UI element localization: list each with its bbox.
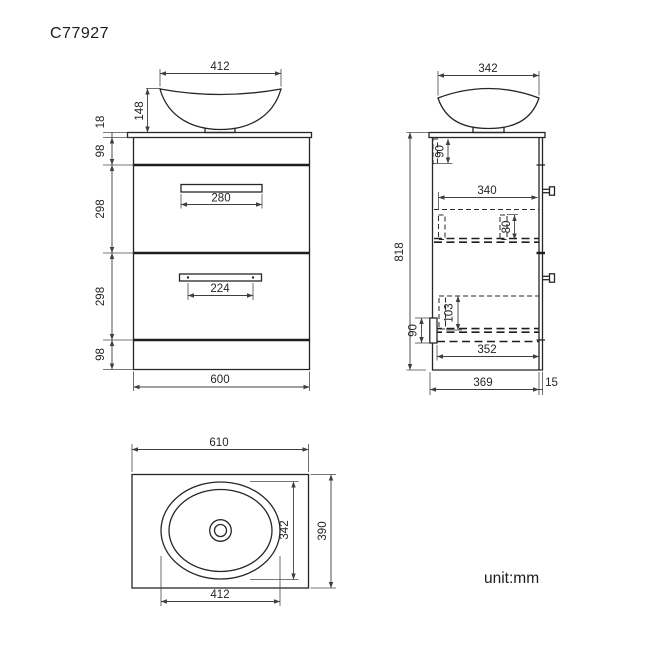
svg-text:90: 90 (408, 324, 420, 337)
top-basin-inner-rim (168, 488, 273, 573)
side-knob-2 (542, 273, 556, 283)
svg-text:280: 280 (211, 193, 230, 205)
svg-text:103: 103 (444, 303, 456, 322)
dim-side-drawer-bottom-depth: 352 (436, 344, 540, 361)
dim-top-basin-width: 412 (160, 556, 281, 606)
dim-side-back-rail-height: 90 (434, 138, 453, 164)
side-cabinet-outline (431, 137, 544, 371)
svg-text:298: 298 (95, 199, 107, 218)
svg-text:342: 342 (279, 520, 291, 539)
svg-text:352: 352 (477, 344, 496, 356)
svg-text:412: 412 (210, 589, 229, 601)
product-code-label: C77927 (50, 25, 109, 42)
side-back-panel-foot (429, 317, 438, 344)
dim-side-total-height: 818 (394, 132, 429, 371)
svg-text:340: 340 (477, 185, 496, 197)
top-drain-outer (209, 519, 232, 542)
dim-front-handle1-width: 280 (180, 193, 263, 209)
side-view: 342 90 340 80 818 (394, 63, 558, 395)
dim-top-countertop-width: 610 (131, 437, 309, 472)
svg-text:148: 148 (134, 101, 146, 120)
side-basin-bowl (437, 87, 540, 130)
svg-text:224: 224 (210, 283, 230, 295)
dim-top-countertop-depth: 390 (310, 474, 336, 589)
dim-side-cabinet-depth: 369 15 (429, 372, 558, 395)
svg-text:90: 90 (435, 145, 447, 158)
svg-text:818: 818 (394, 242, 406, 261)
front-view: 412 148 18 98 298 298 98 (95, 61, 313, 391)
svg-text:342: 342 (478, 63, 497, 75)
svg-text:80: 80 (501, 221, 513, 234)
handle-screw-left (186, 276, 190, 279)
dim-side-drawer-inner-depth: 340 (438, 185, 538, 210)
dim-side-drawer1-inner-height: 80 (501, 214, 518, 240)
svg-text:98: 98 (95, 348, 107, 361)
front-drawer1-handle (180, 183, 263, 193)
dim-side-bottom-back-height: 90 (408, 317, 429, 344)
svg-text:610: 610 (209, 437, 228, 449)
dim-front-basin-height: 148 (134, 88, 161, 133)
top-basin-outer-rim (160, 481, 281, 580)
svg-text:390: 390 (317, 521, 329, 540)
dim-front-height-chain: 18 98 298 298 98 (95, 116, 134, 370)
side-back-rail-dashed (432, 138, 439, 165)
dim-side-drawer2-inner-height: 103 (444, 295, 462, 331)
top-view: 610 390 342 412 (131, 437, 336, 606)
side-drawer2-back-dashed (438, 295, 447, 330)
side-knob-1 (542, 186, 556, 196)
side-drawer1-front-dashed (499, 214, 508, 241)
svg-text:98: 98 (95, 145, 107, 158)
side-countertop (428, 131, 546, 139)
front-drawer2-handle (178, 273, 263, 282)
front-countertop (126, 131, 313, 139)
svg-text:600: 600 (210, 374, 229, 386)
svg-text:369: 369 (473, 377, 492, 389)
dim-side-handle-projection-label: 15 (545, 377, 558, 389)
svg-text:412: 412 (210, 61, 229, 73)
dim-front-basin-width: 412 (159, 61, 282, 87)
svg-text:298: 298 (95, 287, 107, 306)
unit-label: unit:mm (484, 570, 539, 587)
front-basin-bowl (159, 88, 282, 131)
dim-top-basin-depth: 342 (250, 481, 299, 580)
dim-front-handle2-width: 224 (187, 283, 254, 300)
handle-screw-right (251, 276, 255, 279)
top-drain-inner (213, 523, 228, 538)
top-countertop-outline (131, 473, 310, 589)
dim-front-cabinet-width: 600 (133, 371, 310, 391)
side-drawer1-back-dashed (437, 214, 446, 241)
svg-text:18: 18 (95, 116, 107, 129)
dim-side-basin-depth: 342 (437, 63, 540, 96)
